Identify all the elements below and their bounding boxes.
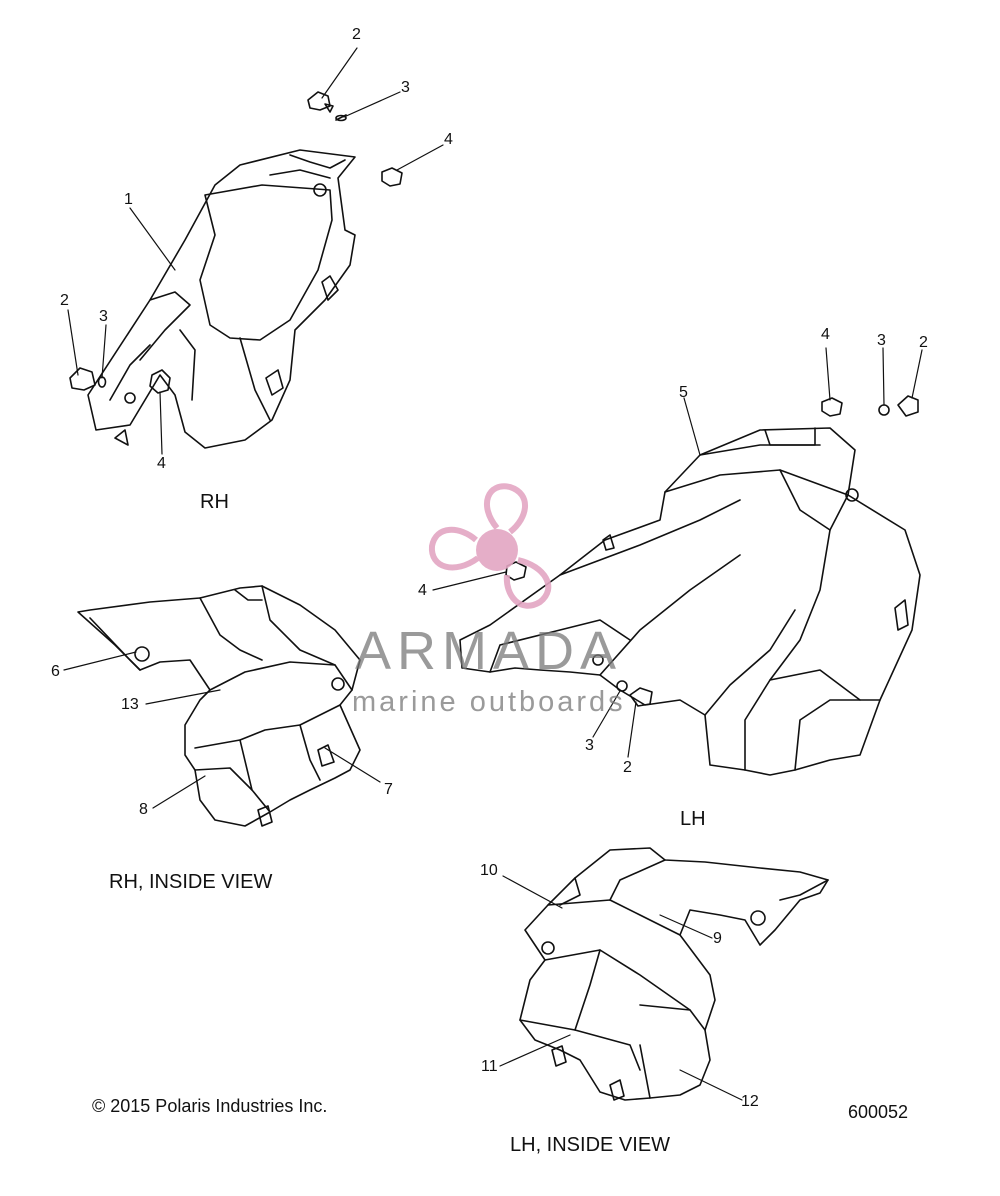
callout-3: 3 (401, 79, 410, 96)
callout-13: 13 (121, 696, 139, 713)
callout-6: 6 (51, 663, 60, 680)
callout-2: 2 (60, 292, 69, 309)
callout-4: 4 (157, 455, 166, 472)
view-label-lh-inside: LH, INSIDE VIEW (510, 1134, 671, 1156)
callout-12: 12 (741, 1093, 759, 1110)
callout-4: 4 (821, 326, 830, 343)
callout-11: 11 (481, 1058, 498, 1075)
callout-1: 1 (124, 191, 133, 208)
view-label-lh: LH (680, 808, 706, 830)
rh-inside-assembly (77, 585, 361, 827)
callout-4: 4 (444, 131, 453, 148)
diagram-number: 600052 (848, 1102, 909, 1122)
watermark-tagline: marine outboards (352, 686, 626, 718)
callout-7: 7 (384, 781, 393, 798)
view-label-rh-inside: RH, INSIDE VIEW (109, 871, 273, 893)
rh-fasteners (69, 91, 403, 394)
lh-inside-assembly (519, 847, 829, 1101)
callout-2: 2 (919, 334, 928, 351)
callout-2: 2 (352, 26, 361, 43)
callout-3: 3 (877, 332, 886, 349)
callout-3: 3 (585, 737, 594, 754)
lh-side-panel (459, 427, 921, 776)
callout-10: 10 (480, 862, 498, 879)
leader-lines (63, 47, 923, 1101)
callout-2: 2 (623, 759, 632, 776)
copyright-notice: © 2015 Polaris Industries Inc. (92, 1096, 328, 1116)
callout-8: 8 (139, 801, 148, 818)
callout-4: 4 (418, 582, 427, 599)
callout-9: 9 (713, 930, 722, 947)
rh-side-panel (87, 149, 356, 449)
watermark-logo-mark (428, 483, 552, 609)
callout-3: 3 (99, 308, 108, 325)
callout-5: 5 (679, 384, 688, 401)
watermark-brand: ARMADA (355, 621, 623, 681)
view-label-rh: RH (200, 491, 229, 513)
